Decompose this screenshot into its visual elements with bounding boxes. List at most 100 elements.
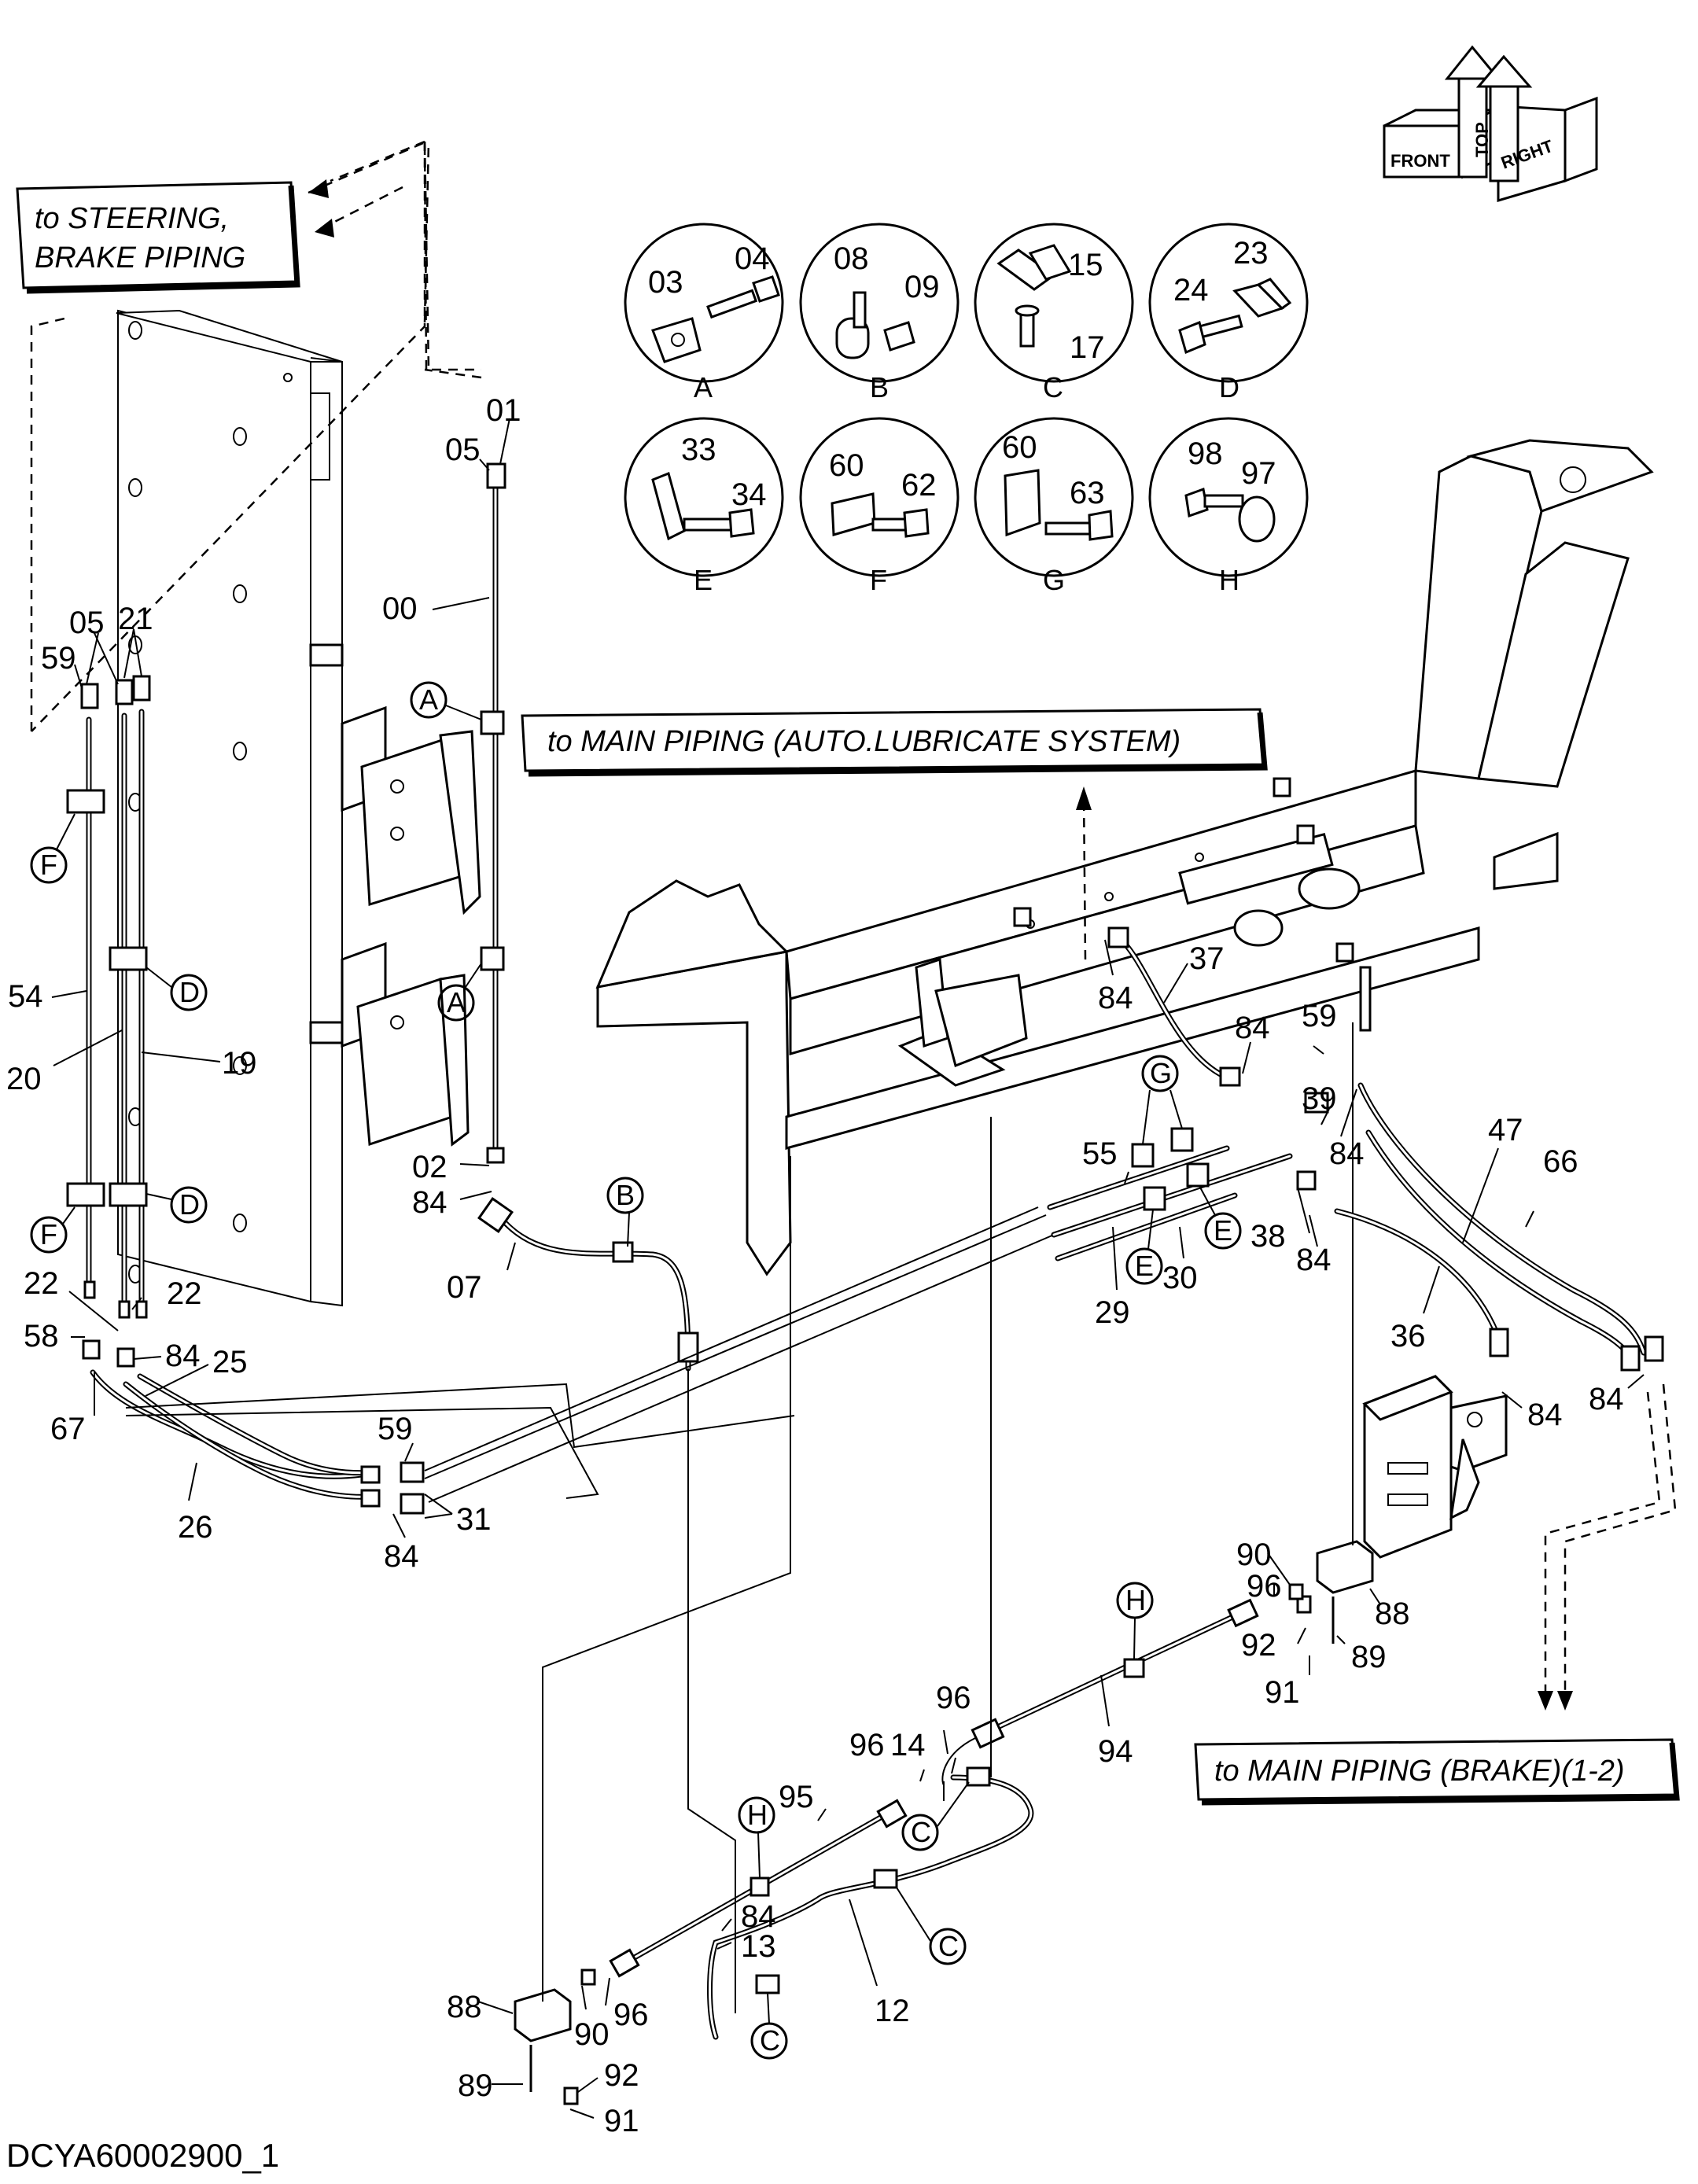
part-label-84j: 84 bbox=[741, 1899, 776, 1934]
part-number-labels: 05 01 00 05 21 59 54 20 19 02 84 07 22 2… bbox=[6, 393, 1645, 2138]
detail-c-part-1: 15 bbox=[1068, 248, 1103, 282]
callout-b: B bbox=[616, 1179, 635, 1211]
detail-g-part-2: 63 bbox=[1070, 476, 1105, 510]
part-label-14: 14 bbox=[890, 1728, 926, 1762]
detail-f-part-1: 60 bbox=[829, 448, 864, 483]
callout-a-2: A bbox=[447, 986, 466, 1018]
callout-e-2: E bbox=[1214, 1214, 1232, 1247]
detail-e-part-1: 33 bbox=[681, 433, 716, 467]
callout-c-1: C bbox=[911, 1816, 931, 1848]
main-frame bbox=[595, 439, 1654, 1463]
detail-views: 03 04 A 08 09 B 15 17 C bbox=[624, 223, 1309, 596]
banner-steering-line2: BRAKE PIPING bbox=[35, 241, 245, 274]
callout-letters: A A B F F D D G E E H H C C C bbox=[30, 681, 1242, 2060]
detail-a-part-1: 03 bbox=[648, 265, 683, 300]
part-label-84d: 84 bbox=[1098, 981, 1133, 1015]
hose-37 bbox=[1107, 926, 1241, 1087]
part-label-22b: 22 bbox=[167, 1276, 202, 1311]
callout-g: G bbox=[1150, 1057, 1172, 1089]
banner-steering: to STEERING, BRAKE PIPING bbox=[16, 181, 300, 294]
part-label-36: 36 bbox=[1390, 1319, 1426, 1353]
part-label-95: 95 bbox=[779, 1780, 814, 1814]
callout-f-1: F bbox=[40, 849, 57, 881]
side-panel bbox=[31, 140, 482, 1307]
part-label-84e: 84 bbox=[1235, 1011, 1270, 1045]
callout-a-1: A bbox=[419, 683, 438, 716]
part-label-55: 55 bbox=[1082, 1136, 1118, 1171]
part-label-88b: 88 bbox=[447, 1990, 482, 2024]
part-label-07: 07 bbox=[447, 1270, 482, 1305]
part-label-91b: 91 bbox=[604, 2104, 639, 2138]
part-label-84b: 84 bbox=[165, 1339, 201, 1373]
part-label-30: 30 bbox=[1162, 1261, 1198, 1295]
detail-b-letter: B bbox=[870, 371, 889, 403]
part-label-91a: 91 bbox=[1265, 1675, 1300, 1710]
part-label-92b: 92 bbox=[604, 2058, 639, 2093]
part-label-59a: 59 bbox=[41, 641, 76, 676]
banner-brake: to MAIN PIPING (BRAKE)(1-2) bbox=[1194, 1738, 1680, 1806]
left-vertical-tubes bbox=[66, 675, 151, 1319]
part-label-31: 31 bbox=[456, 1502, 492, 1537]
part-label-94: 94 bbox=[1098, 1734, 1133, 1769]
part-label-96c: 96 bbox=[849, 1728, 885, 1762]
part-label-96d: 96 bbox=[613, 1998, 649, 2032]
detail-b-part-2: 09 bbox=[904, 270, 940, 304]
part-label-84a: 84 bbox=[412, 1185, 448, 1220]
drawing-code: DCYA60002900_1 bbox=[6, 2137, 279, 2174]
detail-h-part-1: 98 bbox=[1188, 436, 1223, 471]
part-label-58: 58 bbox=[24, 1319, 59, 1353]
orientation-symbol: FRONT TOP RIGHT bbox=[1383, 45, 1598, 203]
part-label-90b: 90 bbox=[574, 2017, 610, 2052]
detail-a-part-2: 04 bbox=[735, 241, 770, 276]
detail-view-b: 08 09 B bbox=[799, 223, 959, 403]
part-label-02: 02 bbox=[412, 1150, 448, 1184]
part-label-54: 54 bbox=[8, 979, 43, 1014]
detail-c-letter: C bbox=[1043, 371, 1063, 403]
callout-c-2: C bbox=[938, 1930, 959, 1962]
detail-a-letter: A bbox=[694, 371, 713, 403]
part-label-01: 01 bbox=[486, 393, 521, 428]
part-label-00: 00 bbox=[382, 591, 418, 626]
banner-auto-lube: to MAIN PIPING (AUTO.LUBRICATE SYSTEM) bbox=[521, 708, 1268, 777]
part-label-38: 38 bbox=[1250, 1219, 1286, 1254]
detail-d-part-1: 24 bbox=[1173, 273, 1209, 308]
part-label-84c: 84 bbox=[384, 1539, 419, 1574]
detail-h-part-2: 97 bbox=[1241, 456, 1276, 491]
callout-c-3: C bbox=[760, 2024, 780, 2057]
part-label-67: 67 bbox=[50, 1412, 86, 1446]
part-label-90a: 90 bbox=[1236, 1538, 1272, 1572]
callout-f-2: F bbox=[40, 1218, 57, 1250]
detail-d-letter: D bbox=[1219, 371, 1239, 403]
part-label-05: 05 bbox=[445, 433, 481, 467]
part-label-26: 26 bbox=[178, 1510, 213, 1545]
part-label-84g: 84 bbox=[1296, 1243, 1332, 1277]
part-label-20: 20 bbox=[6, 1062, 42, 1096]
part-label-84i: 84 bbox=[1589, 1382, 1624, 1416]
callout-e-1: E bbox=[1135, 1250, 1154, 1282]
part-label-88a: 88 bbox=[1375, 1597, 1410, 1631]
part-label-59c: 59 bbox=[1302, 999, 1337, 1033]
orientation-top: TOP bbox=[1472, 122, 1492, 157]
callout-d-2: D bbox=[179, 1188, 200, 1221]
hose-07 bbox=[477, 1197, 699, 1372]
tube-00 bbox=[480, 462, 506, 1164]
detail-b-part-1: 08 bbox=[834, 241, 869, 276]
valve-block bbox=[1362, 1375, 1508, 1559]
orientation-front: FRONT bbox=[1390, 151, 1450, 171]
detail-g-letter: G bbox=[1043, 564, 1065, 596]
part-label-89b: 89 bbox=[458, 2068, 493, 2103]
callout-h-2: H bbox=[747, 1799, 768, 1831]
detail-f-part-2: 62 bbox=[901, 468, 937, 503]
part-label-05b: 05 bbox=[69, 606, 105, 640]
lower-piping bbox=[514, 1345, 1374, 2105]
detail-view-h: 98 97 H bbox=[1148, 417, 1309, 596]
part-label-66: 66 bbox=[1543, 1144, 1578, 1179]
detail-view-f: 60 62 F bbox=[799, 417, 959, 596]
detail-view-e: 33 34 E bbox=[624, 417, 784, 596]
part-label-12: 12 bbox=[875, 1994, 910, 2028]
detail-c-part-2: 17 bbox=[1070, 330, 1105, 365]
detail-g-part-1: 60 bbox=[1002, 430, 1037, 465]
part-label-29: 29 bbox=[1095, 1295, 1130, 1330]
